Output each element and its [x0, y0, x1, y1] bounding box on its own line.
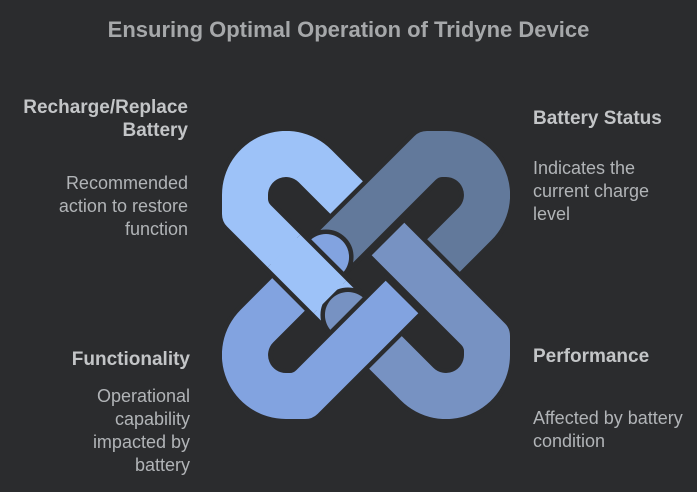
knot-icon — [222, 131, 510, 419]
quadrant-top-left-body: Recommended action to restore function — [58, 173, 188, 239]
quadrant-top-right: Battery Status Indicates the current cha… — [533, 107, 673, 226]
quadrant-bottom-right: Performance Affected by battery conditio… — [533, 345, 683, 453]
quadrant-bottom-left: Functionality Operational capability imp… — [0, 348, 190, 477]
quadrant-bottom-right-body: Affected by battery condition — [533, 408, 683, 451]
quadrant-bottom-left-heading: Functionality — [71, 349, 190, 370]
page-title: Ensuring Optimal Operation of Tridyne De… — [107, 17, 590, 42]
quadrant-bottom-right-heading: Performance — [533, 346, 650, 367]
quadrant-top-right-body: Indicates the current charge level — [533, 158, 650, 224]
quadrant-top-right-heading: Battery Status — [533, 108, 662, 129]
quadrant-top-left: Recharge/Replace Battery Recommended act… — [0, 96, 188, 241]
quadrant-top-left-heading: Recharge/Replace Battery — [23, 97, 188, 141]
knot-graphic — [222, 131, 510, 419]
quadrant-bottom-left-body: Operational capability impacted by batte… — [92, 386, 190, 475]
